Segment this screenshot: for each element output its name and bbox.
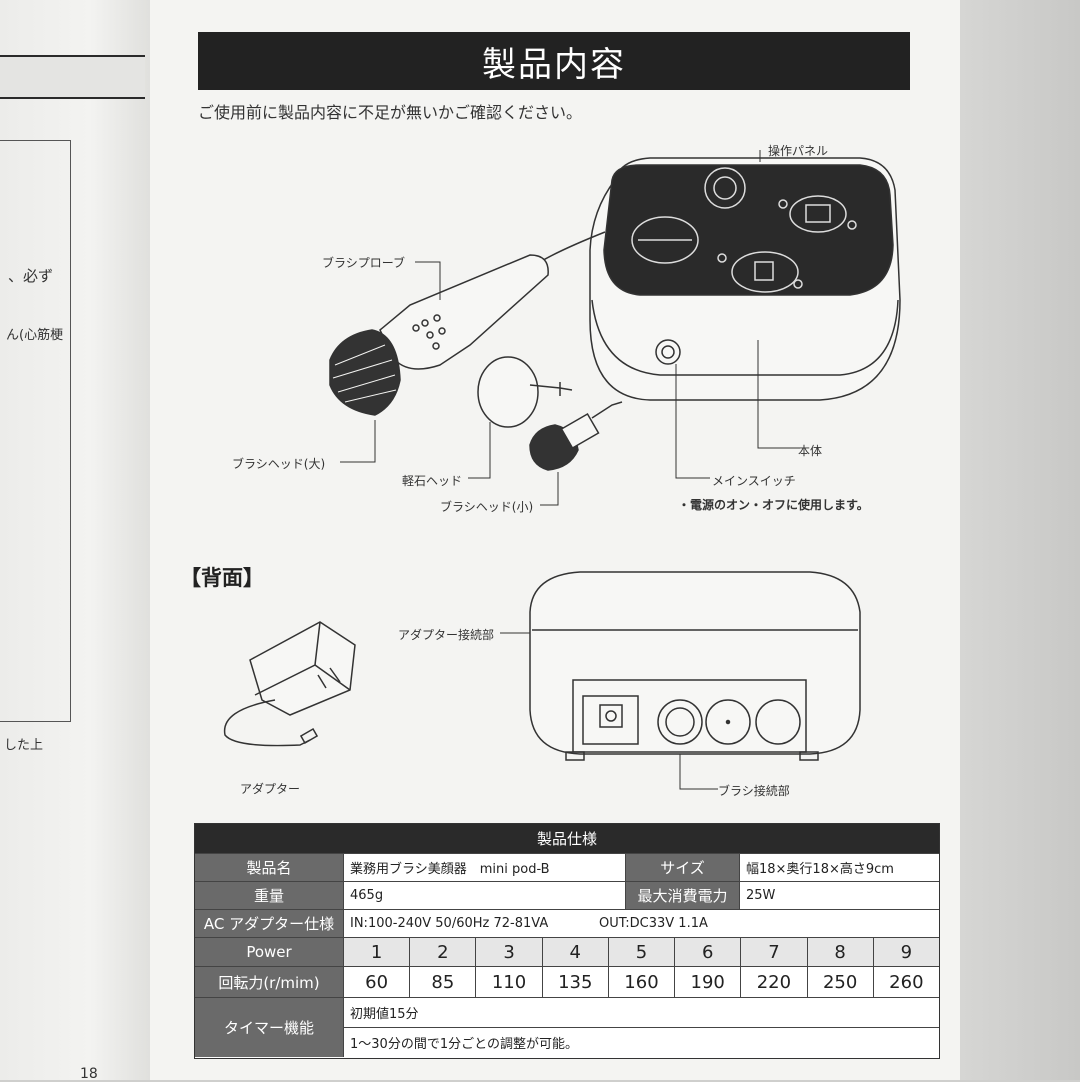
back-view-drawing — [529, 571, 861, 761]
spec-row: タイマー機能 初期値15分 1～30分の間で1分ごとの調整が可能。 — [195, 997, 939, 1057]
product-illustration — [223, 150, 901, 790]
intro-text: ご使用前に製品内容に不足が無いかご確認ください。 — [198, 103, 583, 122]
spec-label: Power — [195, 938, 343, 966]
adapter-drawing — [223, 621, 356, 747]
spec-value: IN:100-240V 50/60Hz 72-81VA — [343, 910, 593, 937]
spec-label: タイマー機能 — [195, 998, 343, 1057]
rpm-value-cell: 60 — [343, 967, 409, 997]
rpm-value-cell: 190 — [674, 967, 740, 997]
label-switch-note: ・電源のオン・オフに使用します。 — [678, 498, 869, 512]
spec-label: 重量 — [195, 882, 343, 909]
small-brush-head-drawing — [529, 401, 623, 471]
power-level-cell: 7 — [740, 938, 807, 966]
rpm-value-cell: 110 — [475, 967, 541, 997]
main-unit-drawing — [589, 157, 901, 401]
brush-probe-drawing — [329, 254, 549, 416]
rpm-value-cell: 160 — [607, 967, 674, 997]
label-brush-head-small: ブラシヘッド(小) — [440, 500, 534, 514]
left-page-text: 、必ず — [8, 267, 54, 285]
left-page-text: ん(心筋梗 — [6, 328, 64, 343]
spec-value: 1～30分の間で1分ごとの調整が可能。 — [344, 1027, 939, 1056]
rpm-value-cell: 85 — [409, 967, 475, 997]
spec-value: 465g — [343, 882, 625, 909]
timer-cell: 初期値15分 1～30分の間で1分ごとの調整が可能。 — [343, 998, 939, 1057]
power-level-cell: 6 — [674, 938, 741, 966]
label-brush-probe: ブラシプローブ — [322, 256, 406, 270]
label-brush-port: ブラシ接続部 — [718, 784, 790, 798]
spec-value: OUT:DC33V 1.1A — [599, 916, 708, 931]
left-page-frame — [0, 140, 71, 722]
label-brush-head-large: ブラシヘッド(大) — [232, 457, 326, 471]
label-control-panel: 操作パネル — [768, 144, 829, 158]
spec-value: 幅18×奥行18×高さ9cm — [739, 854, 939, 881]
rpm-value-cell: 135 — [541, 967, 608, 997]
label-main-switch: メインスイッチ — [712, 474, 796, 488]
page-title: 製品内容 — [482, 44, 626, 85]
spec-label: 最大消費電力 — [625, 882, 739, 909]
spec-row: 重量 465g 最大消費電力 25W — [195, 881, 939, 909]
spec-table: 製品仕様 製品名 業務用ブラシ美顔器 mini pod-B サイズ 幅18×奥行… — [194, 823, 940, 1059]
label-adapter: アダプター — [240, 782, 301, 796]
spec-value: 25W — [739, 882, 939, 909]
spec-table-title: 製品仕様 — [195, 824, 939, 853]
power-level-cell: 3 — [475, 938, 542, 966]
power-level-cell: 1 — [343, 938, 410, 966]
power-level-cell: 8 — [806, 938, 873, 966]
power-level-cell: 2 — [409, 938, 476, 966]
label-pumice-head: 軽石ヘッド — [402, 474, 463, 488]
spec-label: 回転力(r/mim) — [195, 967, 343, 997]
power-level-cell: 9 — [872, 938, 939, 966]
spec-row: 製品名 業務用ブラシ美顔器 mini pod-B サイズ 幅18×奥行18×高さ… — [195, 853, 939, 881]
left-page-text: した上 — [4, 738, 44, 753]
spec-label: 製品名 — [195, 854, 343, 881]
spec-row: AC アダプター仕様 IN:100-240V 50/60Hz 72-81VA O… — [195, 909, 939, 937]
page-shadow — [960, 0, 1080, 1080]
left-page: 、必ず ん(心筋梗 した上 18 — [0, 0, 150, 1082]
rpm-value-cell: 220 — [740, 967, 806, 997]
spec-label: サイズ — [625, 854, 739, 881]
left-page-header-bar — [0, 55, 145, 99]
back-section-title: 【背面】 — [180, 566, 264, 590]
spec-label: AC アダプター仕様 — [195, 910, 343, 937]
spec-value: 初期値15分 — [350, 1007, 419, 1022]
label-adapter-port: アダプター接続部 — [398, 628, 495, 642]
title-bar: 製品内容 — [198, 32, 910, 90]
power-level-cell: 4 — [541, 938, 608, 966]
spec-value: 業務用ブラシ美顔器 mini pod-B — [343, 854, 625, 881]
page-number: 18 — [80, 1066, 98, 1082]
pumice-head-drawing — [477, 356, 573, 428]
rpm-value-cell: 250 — [806, 967, 873, 997]
power-level-cell: 5 — [607, 938, 675, 966]
rpm-value-cell: 260 — [872, 967, 939, 997]
label-main-body: 本体 — [798, 444, 823, 458]
